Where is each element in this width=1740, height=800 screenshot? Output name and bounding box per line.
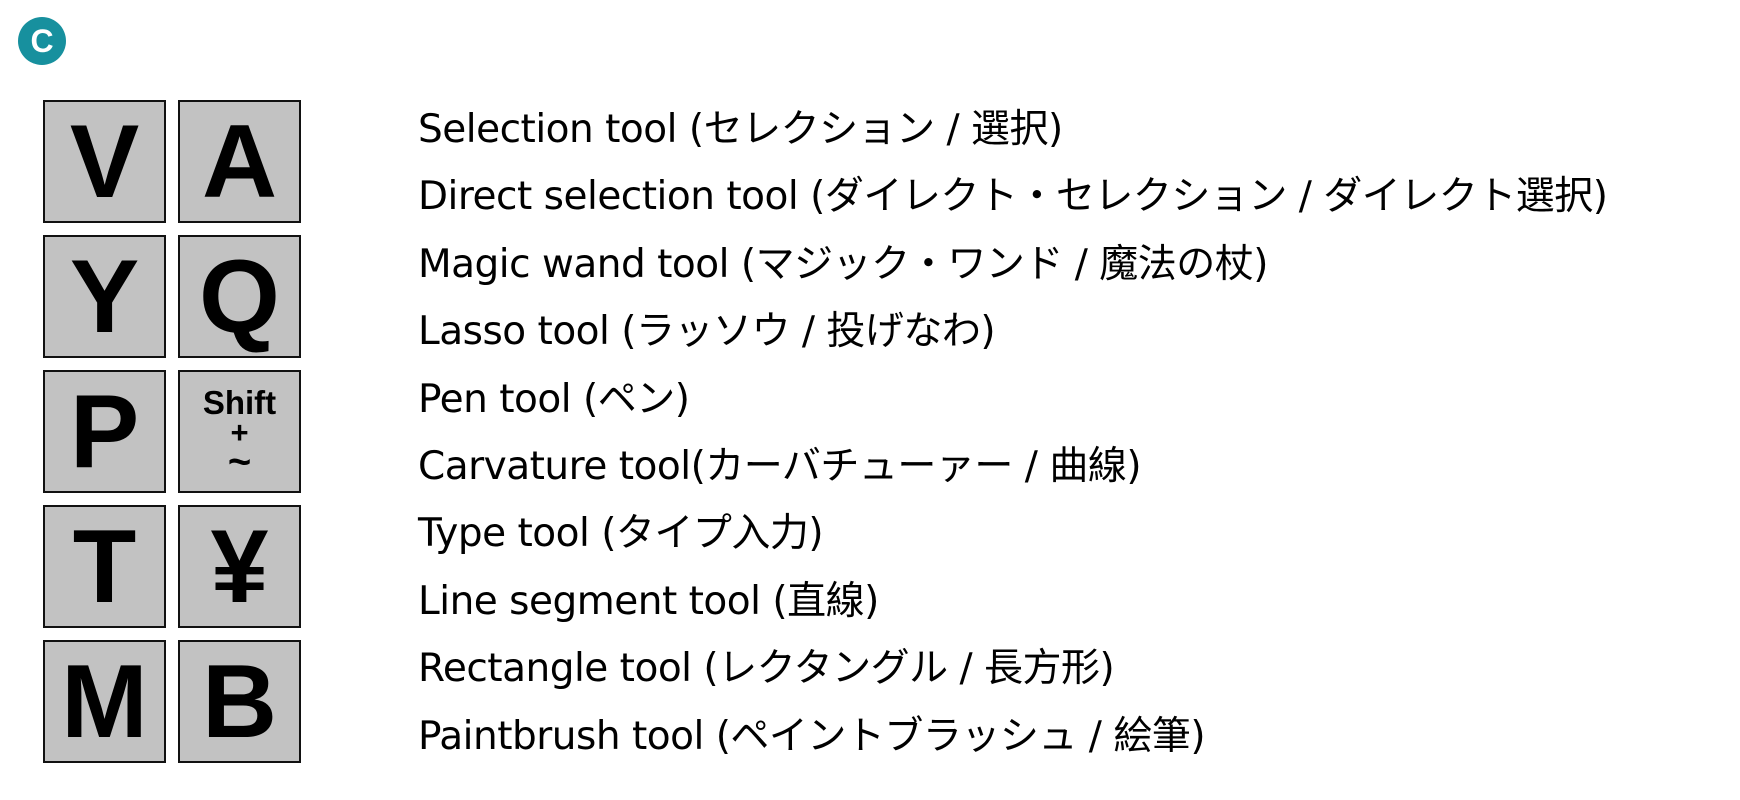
key-b: B: [178, 640, 301, 763]
tool-description-list: Selection tool (セレクション / 選択) Direct sele…: [418, 96, 1608, 770]
shortcut-key-grid: V A Y Q P Shift + ~ T ¥ M B: [43, 100, 305, 763]
key-v: V: [43, 100, 166, 223]
tool-item-paintbrush: Paintbrush tool (ペイントブラッシュ / 絵筆): [418, 713, 1206, 759]
key-shift-label: Shift: [202, 384, 277, 422]
tool-item-selection: Selection tool (セレクション / 選択): [418, 107, 1063, 152]
key-shift-tilde: Shift + ~: [178, 370, 301, 493]
key-q: Q: [178, 235, 301, 358]
section-badge: C: [18, 17, 66, 65]
key-a: A: [178, 100, 301, 223]
tool-item-line-segment: Line segment tool (直線): [418, 578, 879, 624]
key-tilde-label: ~: [227, 439, 252, 484]
key-yen: ¥: [178, 505, 301, 628]
tool-item-magic-wand: Magic wand tool (マジック・ワンド / 魔法の杖): [418, 241, 1268, 287]
key-y: Y: [43, 235, 166, 358]
key-m: M: [43, 640, 166, 763]
tool-item-rectangle: Rectangle tool (レクタングル / 長方形): [418, 646, 1115, 692]
key-p: P: [43, 370, 166, 493]
tool-item-type: Type tool (タイプ入力): [418, 511, 824, 557]
tool-item-lasso: Lasso tool (ラッソウ / 投げなわ): [418, 309, 996, 355]
tool-item-pen: Pen tool (ペン): [418, 376, 690, 422]
key-plus-label: +: [230, 415, 249, 451]
tool-item-direct-selection: Direct selection tool (ダイレクト・セレクション / ダイ…: [418, 174, 1608, 220]
tool-item-curvature: Carvature tool(カーバチューァー / 曲線): [418, 443, 1142, 489]
key-t: T: [43, 505, 166, 628]
